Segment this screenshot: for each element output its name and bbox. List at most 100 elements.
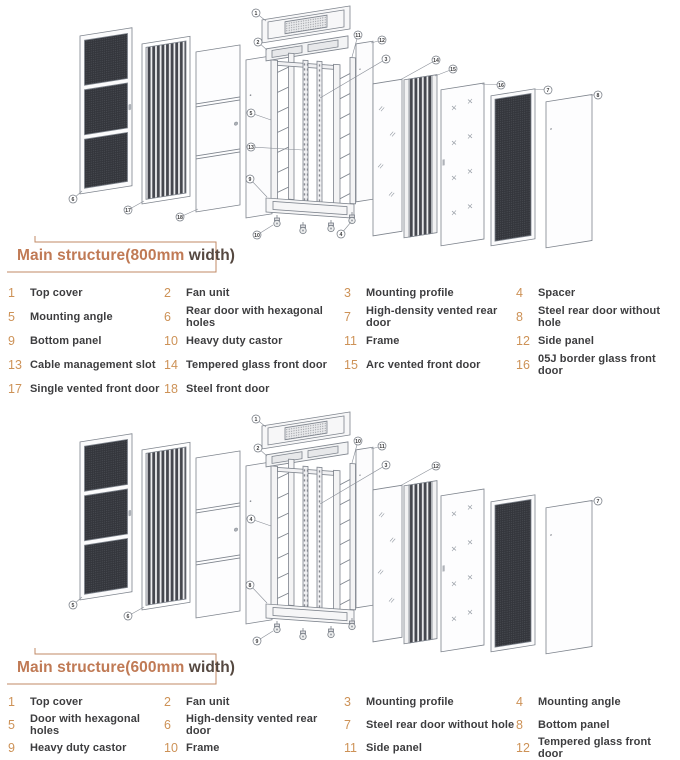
part-label: Top cover	[30, 695, 83, 708]
svg-text:1: 1	[255, 11, 258, 17]
part-label: High-density vented rear door	[186, 712, 318, 737]
part-number: 10	[164, 334, 178, 348]
part-label: 05J border glass front door	[538, 353, 656, 377]
heading-frame-line	[7, 648, 217, 685]
part-number: 7	[344, 310, 351, 324]
part-label: Cable management slot	[30, 359, 156, 371]
svg-text:13: 13	[248, 145, 254, 151]
callout-side-panel: 11	[370, 441, 387, 451]
part-number: 17	[8, 382, 22, 396]
part-number: 11	[344, 740, 357, 755]
part-label: Steel rear door without hole	[538, 305, 661, 329]
svg-text:5: 5	[72, 603, 75, 609]
part-number: 2	[164, 694, 171, 709]
callout-bottom-panel: 9	[245, 174, 268, 198]
part-label: Mounting angle	[538, 695, 621, 708]
callout-border-glass-door: 16	[481, 80, 506, 90]
part-label: Frame	[186, 741, 220, 754]
callout-mounting-angle: 5	[246, 108, 272, 121]
callout-castor: 10	[252, 224, 274, 240]
part-label: Spacer	[538, 287, 576, 299]
part-label: High-density vented rear door	[366, 305, 498, 329]
part-number: 5	[8, 310, 15, 324]
svg-text:12: 12	[379, 38, 385, 44]
callout-arc-vented-door: 15	[434, 64, 458, 77]
svg-text:4: 4	[340, 232, 343, 238]
part-label: Frame	[366, 335, 400, 347]
svg-text:9: 9	[256, 639, 259, 645]
part-number: 3	[344, 694, 351, 709]
rack-art-800	[80, 6, 592, 248]
svg-text:8: 8	[249, 583, 252, 589]
svg-text:6: 6	[127, 614, 130, 620]
part-label: Tempered glass front door	[538, 735, 652, 760]
callout-single-vented-door: 17	[123, 200, 145, 215]
callout-fan-unit: 2	[253, 37, 268, 51]
callout-tempered-glass-door: 12	[399, 461, 441, 487]
callout-dense-mesh-door: 7	[532, 85, 553, 95]
svg-text:18: 18	[177, 215, 183, 221]
callout-side-panel: 12	[370, 35, 387, 45]
part-label: Heavy duty castor	[186, 335, 283, 347]
section-heading-600: Main structure(600mm width)	[0, 646, 244, 696]
parts-list-800: 1 Top cover 2 Fan unit 3 Mounting profil…	[8, 281, 676, 401]
svg-text:2: 2	[257, 446, 260, 452]
part-label: Door with hexagonal holes	[30, 712, 141, 737]
callout-fan-unit: 2	[253, 443, 268, 457]
part-label: Top cover	[30, 287, 83, 299]
callout-frame: 10	[351, 436, 363, 464]
svg-text:5: 5	[250, 111, 253, 117]
part-label: Arc vented front door	[366, 359, 481, 371]
callout-steel-front-door: 18	[175, 208, 199, 222]
svg-text:8: 8	[597, 93, 600, 99]
callout-castor: 9	[252, 630, 274, 646]
callout-mounting-angle: 4	[246, 514, 272, 527]
part-number: 3	[344, 286, 351, 300]
part-number: 8	[516, 717, 523, 732]
callout-steel-rear-door: 8	[590, 90, 603, 100]
part-label: Mounting profile	[366, 287, 454, 299]
svg-text:10: 10	[355, 439, 361, 445]
part-label: Tempered glass front door	[186, 359, 328, 371]
part-number: 5	[8, 717, 15, 732]
part-number: 6	[164, 310, 171, 324]
svg-text:10: 10	[254, 233, 260, 239]
part-label: Single vented front door	[30, 383, 160, 395]
callout-hex-door: 5	[68, 596, 83, 610]
heading-text-800: Main structure(800mm width)	[17, 247, 236, 264]
svg-text:14: 14	[433, 58, 439, 64]
part-number: 12	[516, 740, 530, 755]
part-label: Bottom panel	[538, 718, 610, 731]
part-number: 15	[344, 358, 358, 372]
heading-text-600: Main structure(600mm width)	[17, 659, 236, 676]
callout-mounting-profile: 3	[319, 54, 391, 99]
rack-art-600	[80, 412, 592, 654]
part-number: 9	[8, 740, 15, 755]
part-number: 7	[344, 717, 351, 732]
part-label: Steel front door	[186, 383, 270, 395]
part-label: Fan unit	[186, 287, 230, 299]
heading-frame-line	[7, 236, 217, 273]
part-number: 9	[8, 334, 15, 348]
svg-text:2: 2	[257, 40, 260, 46]
callout-vented-rear-door: 6	[123, 606, 145, 621]
parts-list-600: 1 Top cover 2 Fan unit 3 Mounting profil…	[8, 690, 676, 760]
svg-text:9: 9	[249, 177, 252, 183]
part-number: 13	[8, 358, 22, 372]
part-number: 11	[344, 334, 357, 348]
part-number: 14	[164, 358, 178, 372]
svg-text:7: 7	[597, 499, 600, 505]
callout-top-cover: 1	[251, 414, 267, 428]
svg-text:3: 3	[385, 57, 388, 63]
part-number: 4	[516, 286, 523, 300]
exploded-diagram-800mm: 1 2 11 12 3 5 13 9 10 4 6 17 18 14	[68, 0, 603, 252]
svg-text:12: 12	[433, 464, 439, 470]
callout-tempered-glass-door: 14	[399, 55, 441, 81]
svg-text:15: 15	[450, 67, 456, 73]
svg-text:3: 3	[385, 463, 388, 469]
callout-hex-door: 6	[68, 190, 83, 204]
callout-steel-rear-door: 7	[590, 496, 603, 506]
exploded-diagram-600mm: 1 2 10 11 3 4 8 9 5 6 12 7	[68, 406, 603, 658]
section-heading-800: Main structure(800mm width)	[0, 234, 244, 284]
part-number: 10	[164, 740, 178, 755]
